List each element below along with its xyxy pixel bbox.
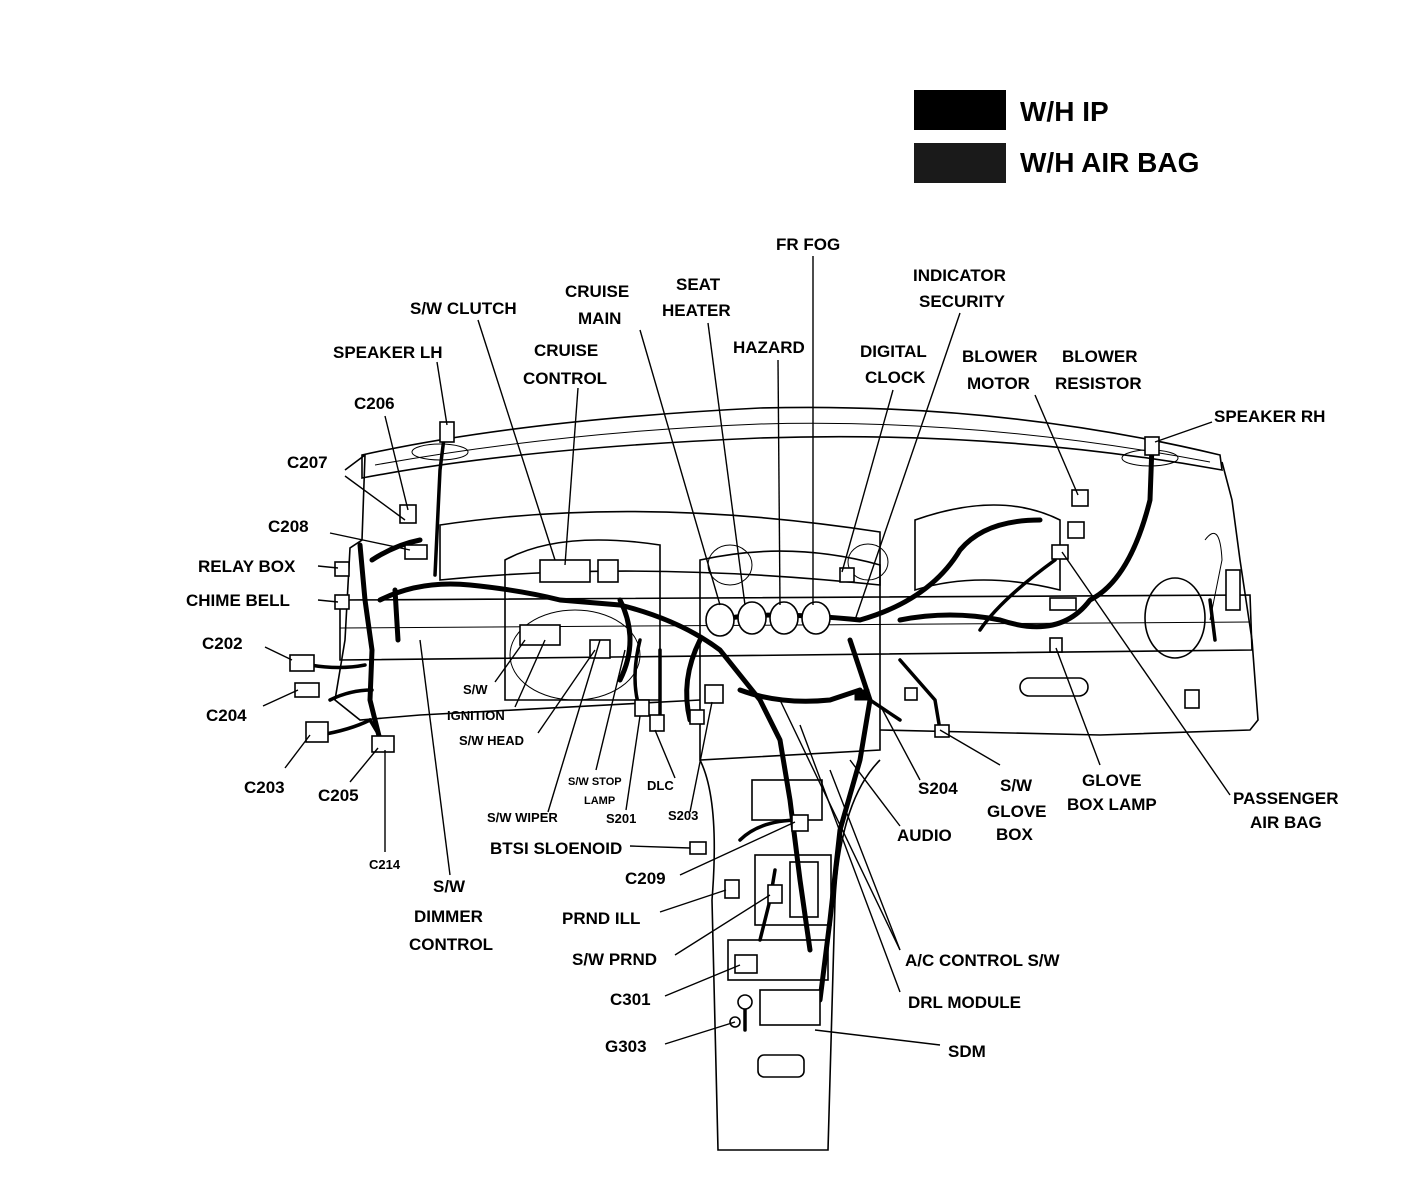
label-s204: S204	[918, 779, 958, 798]
label-glove-box-lamp-line2: BOX LAMP	[1067, 795, 1157, 814]
label-c301: C301	[610, 990, 651, 1009]
label-sw-ignition-line2: IGNITION	[447, 708, 505, 723]
leader-lines	[262, 256, 1231, 1046]
label-relay-box: RELAY BOX	[198, 557, 296, 576]
dashboard-outline	[334, 406, 1259, 1151]
label-digital-clock-line1: DIGITAL	[860, 342, 927, 361]
label-g303: G303	[605, 1037, 647, 1056]
label-sw-head: S/W HEAD	[459, 733, 524, 748]
label-c214: C214	[369, 857, 401, 872]
label-seat-heater-line1: SEAT	[676, 275, 721, 294]
label-blower-resistor-line2: RESISTOR	[1055, 374, 1142, 393]
label-blower-motor-line2: MOTOR	[967, 374, 1030, 393]
label-indicator-security-line1: INDICATOR	[913, 266, 1006, 285]
label-sw-glove-box-line2: GLOVE	[987, 802, 1047, 821]
label-chime-bell: CHIME BELL	[186, 591, 290, 610]
label-c209: C209	[625, 869, 666, 888]
label-s203: S203	[668, 808, 698, 823]
legend-label-wh-ip: W/H IP	[1020, 96, 1109, 127]
label-sw-stop-lamp-line2: LAMP	[584, 795, 615, 807]
label-sw-glove-box-line1: S/W	[1000, 776, 1033, 795]
label-passenger-air-bag-line2: AIR BAG	[1250, 813, 1322, 832]
label-blower-resistor-line1: BLOWER	[1062, 347, 1138, 366]
label-prnd-ill: PRND ILL	[562, 909, 640, 928]
legend: W/H IP W/H AIR BAG	[914, 90, 1199, 183]
label-btsi-solenoid: BTSI SLOENOID	[490, 839, 622, 858]
component-labels: FR FOG INDICATOR SECURITY SEAT HEATER CR…	[186, 235, 1339, 1061]
label-fr-fog: FR FOG	[776, 235, 840, 254]
label-sw-prnd: S/W PRND	[572, 950, 657, 969]
label-sw-dimmer-line2: DIMMER	[414, 907, 483, 926]
legend-label-wh-air-bag: W/H AIR BAG	[1020, 147, 1199, 178]
connectors	[289, 421, 1241, 1028]
label-hazard: HAZARD	[733, 338, 805, 357]
label-sdm: SDM	[948, 1042, 986, 1061]
label-glove-box-lamp-line1: GLOVE	[1082, 771, 1142, 790]
label-s201: S201	[606, 811, 636, 826]
label-c205: C205	[318, 786, 359, 805]
label-sw-ignition-line1: S/W	[463, 682, 488, 697]
label-drl-module: DRL MODULE	[908, 993, 1021, 1012]
label-c204: C204	[206, 706, 247, 725]
label-sw-dimmer-line1: S/W	[433, 877, 466, 896]
label-cruise-control-line1: CRUISE	[534, 341, 598, 360]
label-blower-motor-line1: BLOWER	[962, 347, 1038, 366]
label-sw-clutch: S/W CLUTCH	[410, 299, 517, 318]
label-c208: C208	[268, 517, 309, 536]
legend-swatch-wh-air-bag	[914, 143, 1006, 183]
label-dlc: DLC	[647, 778, 674, 793]
label-c203: C203	[244, 778, 285, 797]
label-sw-glove-box-line3: BOX	[996, 825, 1034, 844]
label-cruise-main-line2: MAIN	[578, 309, 621, 328]
legend-swatch-wh-ip	[914, 90, 1006, 130]
label-c202: C202	[202, 634, 243, 653]
label-seat-heater-line2: HEATER	[662, 301, 731, 320]
label-c207: C207	[287, 453, 328, 472]
label-cruise-control-line2: CONTROL	[523, 369, 607, 388]
label-indicator-security-line2: SECURITY	[919, 292, 1006, 311]
label-speaker-lh: SPEAKER LH	[333, 343, 443, 362]
label-cruise-main-line1: CRUISE	[565, 282, 629, 301]
label-c206: C206	[354, 394, 395, 413]
label-digital-clock-line2: CLOCK	[865, 368, 926, 387]
label-speaker-rh: SPEAKER RH	[1214, 407, 1325, 426]
label-sw-wiper: S/W WIPER	[487, 810, 558, 825]
label-passenger-air-bag-line1: PASSENGER	[1233, 789, 1339, 808]
label-sw-dimmer-line3: CONTROL	[409, 935, 493, 954]
label-ac-control-sw: A/C CONTROL S/W	[905, 951, 1061, 970]
label-audio: AUDIO	[897, 826, 952, 845]
label-sw-stop-lamp-line1: S/W STOP	[568, 776, 622, 788]
